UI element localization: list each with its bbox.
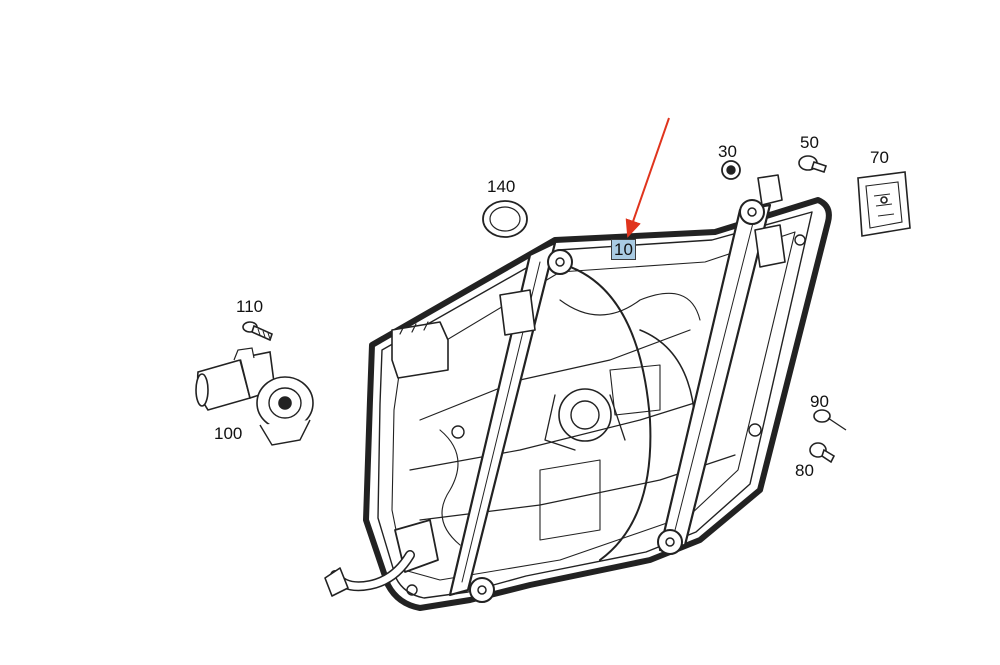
pointer-arrow bbox=[625, 117, 670, 238]
screw-50[interactable] bbox=[798, 155, 828, 174]
callout-70[interactable]: 70 bbox=[870, 148, 889, 167]
callout-50[interactable]: 50 bbox=[800, 133, 819, 152]
bolt-90[interactable] bbox=[813, 409, 847, 431]
regulator-motor-100[interactable] bbox=[195, 347, 314, 446]
nut-30[interactable] bbox=[721, 160, 741, 180]
clip-80[interactable] bbox=[809, 442, 836, 464]
callout-100[interactable]: 100 bbox=[214, 424, 243, 443]
door-module-carrier[interactable] bbox=[324, 174, 832, 611]
control-module-70[interactable] bbox=[857, 171, 911, 237]
callout-80[interactable]: 80 bbox=[795, 461, 814, 480]
callout-140[interactable]: 140 bbox=[487, 177, 516, 196]
callout-90[interactable]: 90 bbox=[810, 392, 829, 411]
screw-110[interactable] bbox=[242, 321, 273, 342]
plug-140[interactable] bbox=[482, 200, 528, 238]
callout-10-highlighted[interactable]: 10 bbox=[611, 239, 636, 260]
callout-30[interactable]: 30 bbox=[718, 142, 737, 161]
callout-110[interactable]: 110 bbox=[236, 297, 264, 316]
